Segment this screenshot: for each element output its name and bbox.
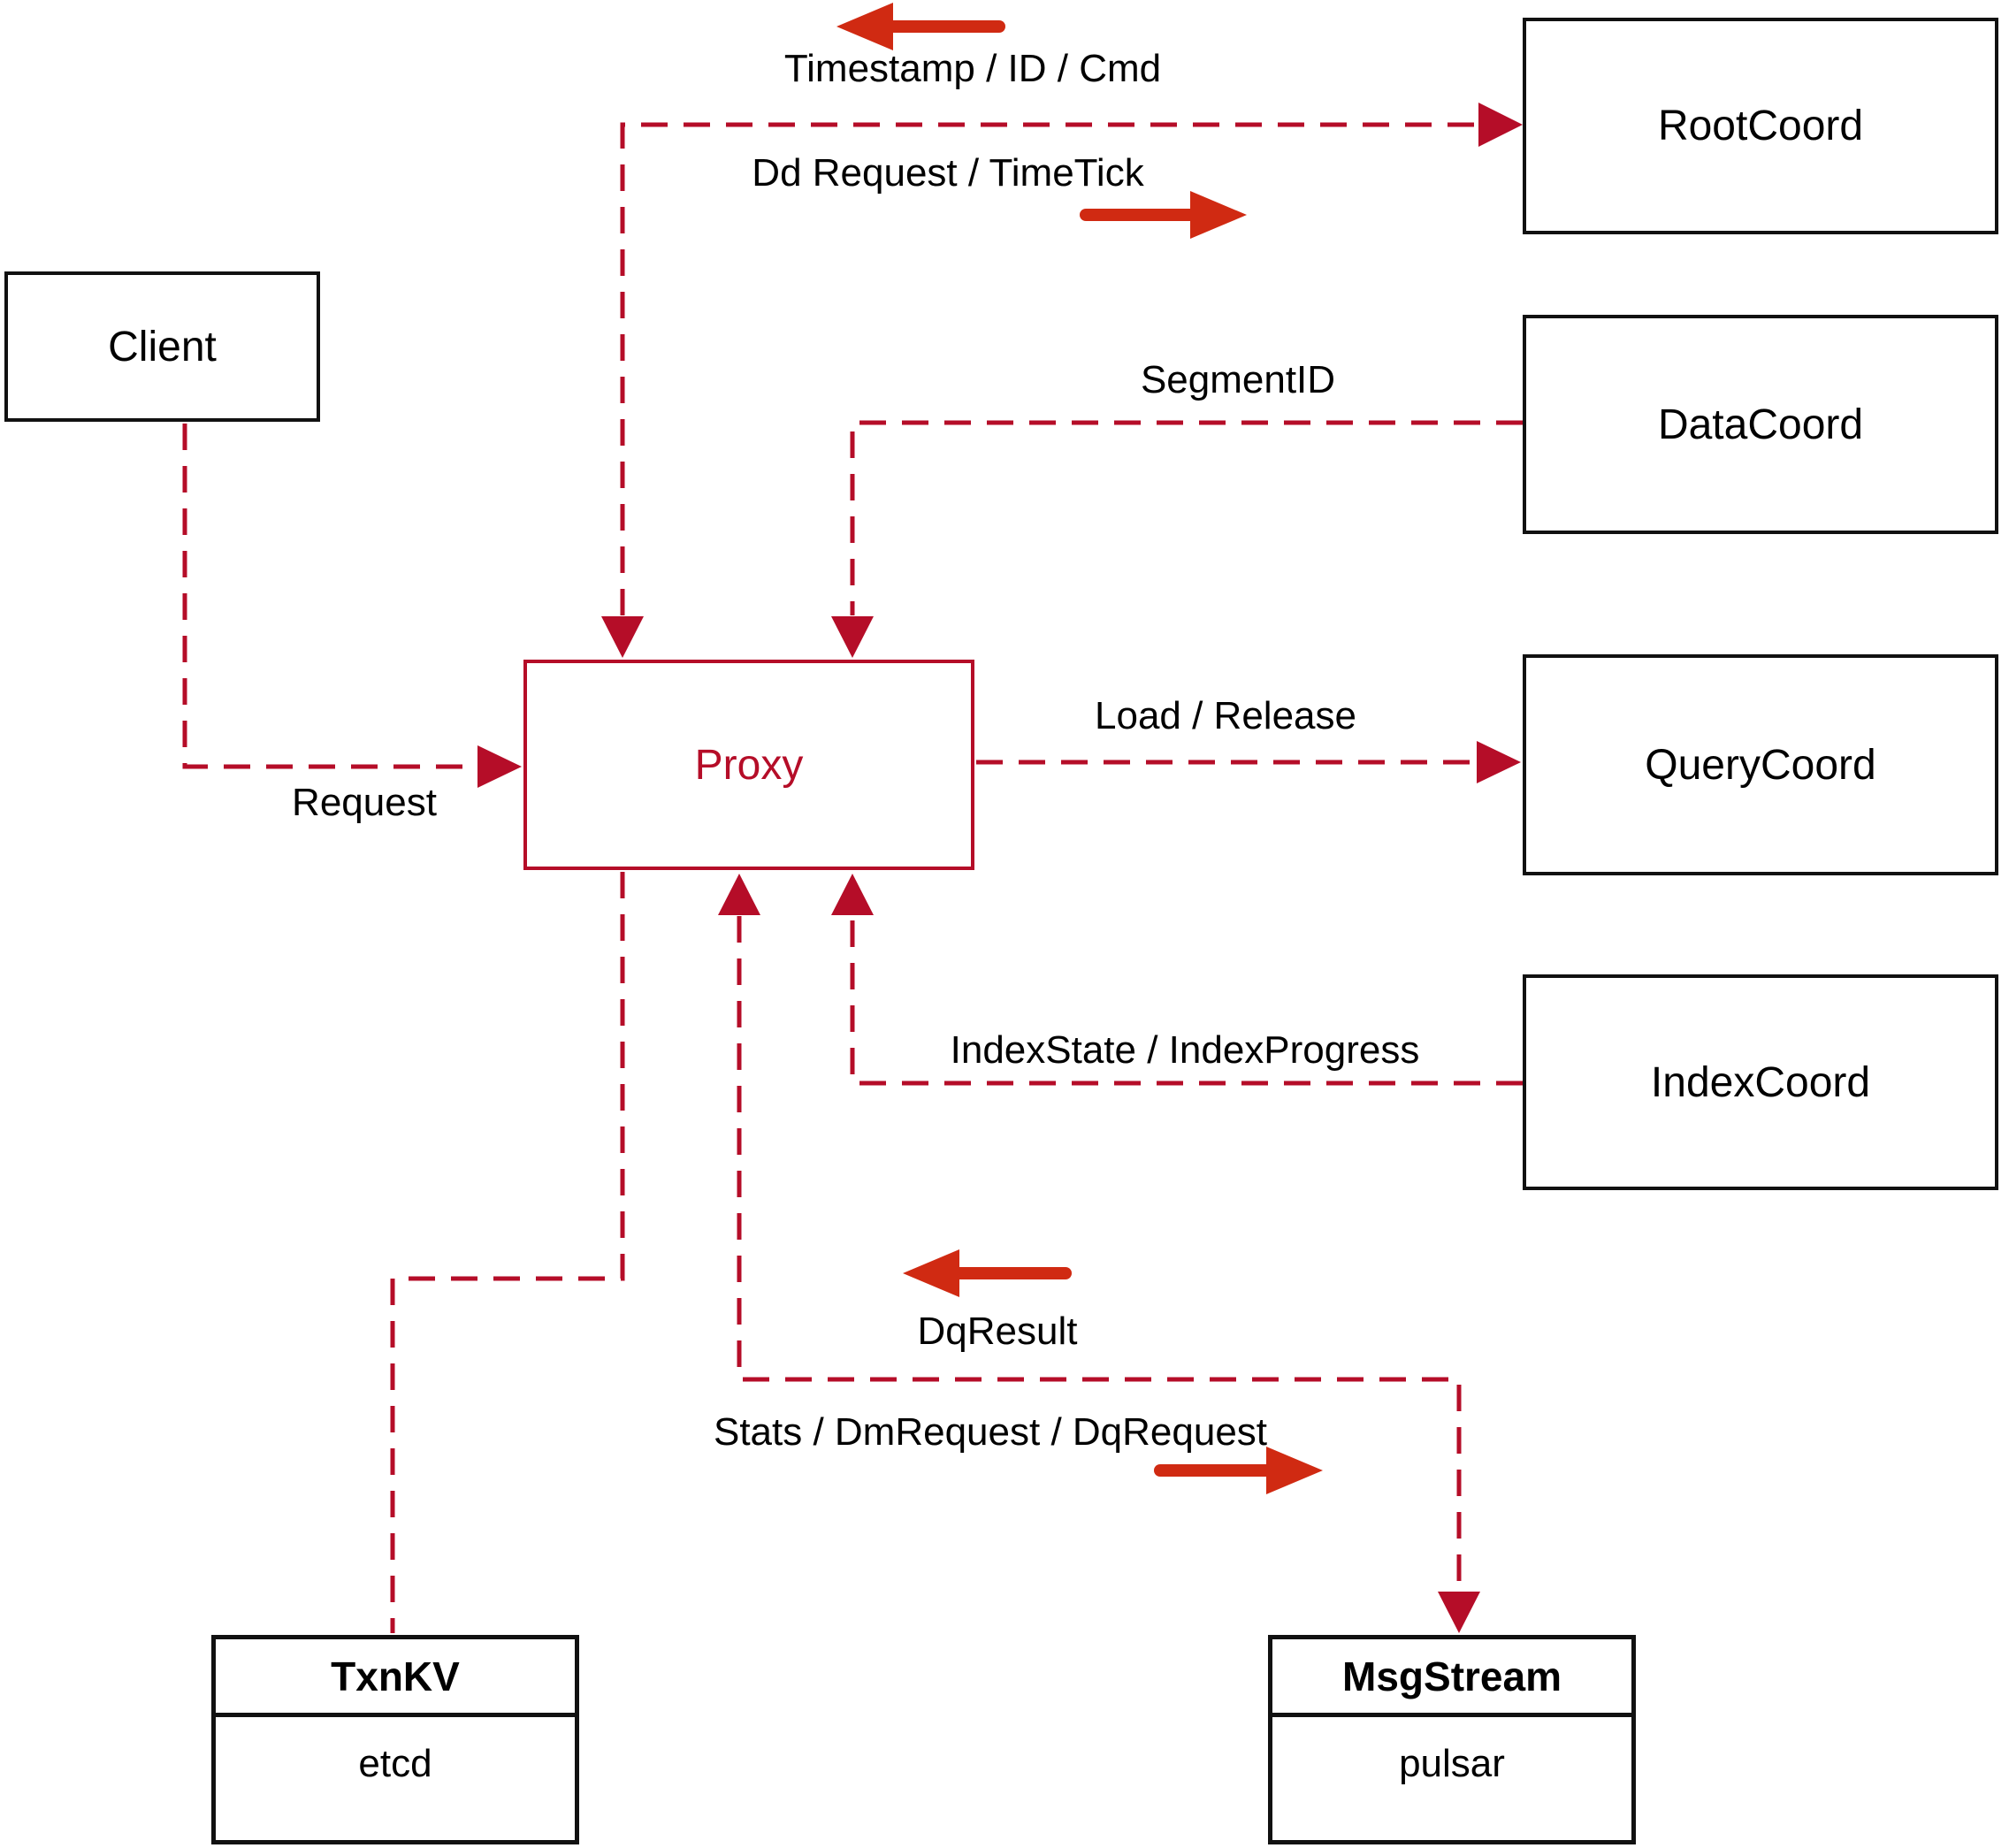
node-txnkv: TxnKV etcd [211, 1635, 579, 1844]
node-proxy: Proxy [523, 660, 974, 870]
edge-label-stats-dmrequest-dqrequest: Stats / DmRequest / DqRequest [713, 1410, 1268, 1454]
node-datacoord-label: DataCoord [1657, 401, 1864, 448]
edge-label-indexstate-indexprogress: IndexState / IndexProgress [950, 1028, 1420, 1072]
node-txnkv-title: TxnKV [216, 1639, 575, 1717]
node-proxy-label: Proxy [694, 741, 804, 789]
node-indexcoord-label: IndexCoord [1650, 1058, 1871, 1106]
arrow-right-ddrequest-icon [1080, 191, 1247, 239]
edge-datacoord-proxy [831, 420, 1523, 658]
node-txnkv-subtitle: etcd [358, 1742, 432, 1785]
node-msgstream-subtitle: pulsar [1399, 1742, 1505, 1785]
edge-label-dqresult: DqResult [917, 1310, 1078, 1353]
node-client-label: Client [108, 323, 217, 370]
node-msgstream: MsgStream pulsar [1268, 1635, 1636, 1844]
edge-label-load-release: Load / Release [1095, 694, 1356, 737]
edge-label-timestamp-id-cmd: Timestamp / ID / Cmd [783, 47, 1162, 90]
edge-label-segment-id: SegmentID [1140, 358, 1336, 401]
edge-indexcoord-proxy [831, 874, 1523, 1086]
node-client: Client [4, 271, 320, 422]
node-rootcoord-label: RootCoord [1657, 103, 1864, 149]
arrow-left-dqresult-icon [903, 1249, 1072, 1297]
node-querycoord: QueryCoord [1523, 654, 1998, 875]
node-querycoord-label: QueryCoord [1645, 741, 1876, 789]
node-msgstream-title: MsgStream [1272, 1639, 1631, 1717]
arrow-left-timestamp-icon [836, 3, 1005, 50]
node-indexcoord: IndexCoord [1523, 974, 1998, 1190]
arrow-right-stats-icon [1154, 1447, 1323, 1494]
edge-proxy-txnkv [390, 872, 625, 1633]
node-rootcoord: RootCoord [1523, 18, 1998, 234]
edge-proxy-querycoord [976, 741, 1521, 783]
edge-label-request: Request [292, 781, 437, 824]
edge-proxy-rootcoord [601, 103, 1523, 658]
edge-client-proxy [182, 424, 522, 788]
edge-proxy-msgstream [718, 874, 1480, 1633]
node-datacoord: DataCoord [1523, 315, 1998, 534]
edge-label-dd-request-timetick: Dd Request / TimeTick [752, 151, 1144, 195]
